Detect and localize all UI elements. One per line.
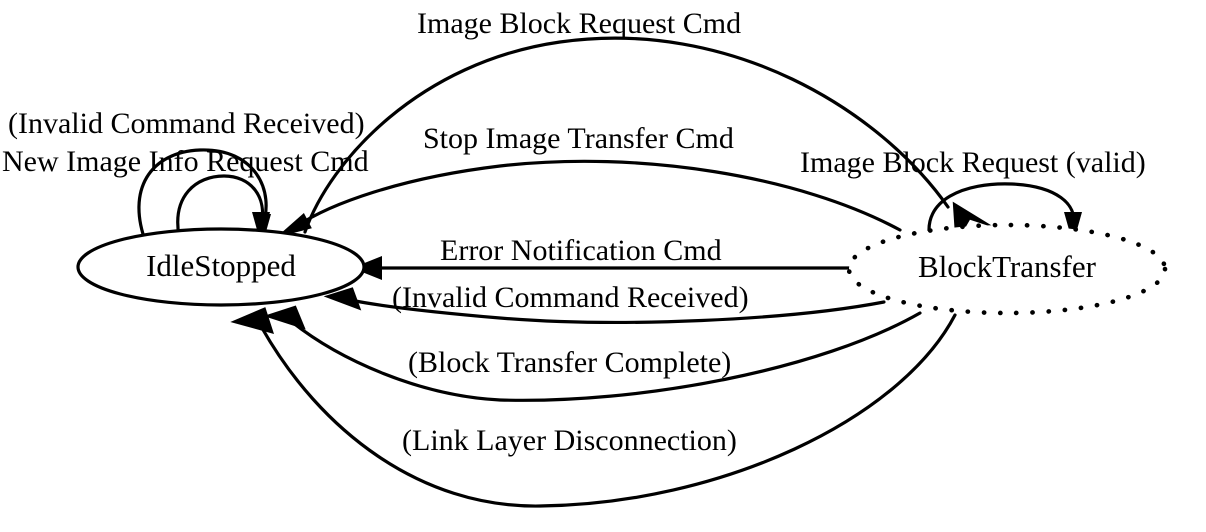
edge-image-block-request-cmd[interactable] <box>303 36 1000 255</box>
edge-image-block-request-valid[interactable] <box>927 182 1082 244</box>
arrowhead-image-block-request-cmd <box>952 201 997 245</box>
node-idle-stopped[interactable]: IdleStopped <box>76 227 366 307</box>
arrowhead-new-image-info-request-cmd-self <box>252 212 270 244</box>
node-block-transfer[interactable]: BlockTransfer <box>846 222 1168 316</box>
node-idle-stopped-ellipse <box>76 227 366 307</box>
node-block-transfer-label: BlockTransfer <box>918 249 1097 284</box>
edge-label-block-transfer-complete: (Block Transfer Complete) <box>408 346 731 379</box>
edge-link-layer-disconnection[interactable] <box>230 305 957 508</box>
edge-stop-image-transfer-cmd[interactable] <box>276 159 902 242</box>
edge-path-invalid-command-received <box>348 298 886 324</box>
edge-path-block-transfer-complete <box>290 311 922 402</box>
edge-block-transfer-complete[interactable] <box>263 305 922 402</box>
edge-label-image-block-request-valid: Image Block Request (valid) <box>800 146 1146 179</box>
edge-label-invalid-command-received-self: (Invalid Command Received) <box>8 107 365 140</box>
edge-label-stop-image-transfer-cmd: Stop Image Transfer Cmd <box>423 122 734 155</box>
edge-path-invalid-command-received-self <box>137 148 268 245</box>
arrowhead-error-notification-cmd <box>352 256 382 280</box>
arrowhead-stop-image-transfer-cmd <box>276 212 312 238</box>
arrowhead-invalid-command-received <box>323 287 362 311</box>
edge-label-image-block-request-cmd: Image Block Request Cmd <box>417 7 741 40</box>
node-block-transfer-ellipse <box>846 222 1168 316</box>
arrowhead-link-layer-disconnection <box>230 307 275 334</box>
edge-label-new-image-info-request-cmd-self: New Image Info Request Cmd <box>2 145 369 178</box>
edge-path-image-block-request-cmd <box>303 36 950 234</box>
edge-path-stop-image-transfer-cmd <box>295 159 902 232</box>
edge-path-new-image-info-request-cmd-self <box>176 174 264 238</box>
edge-path-link-layer-disconnection <box>260 313 957 508</box>
edge-label-link-layer-disconnection: (Link Layer Disconnection) <box>402 424 737 457</box>
node-idle-stopped-label: IdleStopped <box>146 248 296 283</box>
arrowhead-block-transfer-complete <box>263 305 306 330</box>
edge-label-invalid-command-received: (Invalid Command Received) <box>392 281 749 314</box>
edge-path-image-block-request-valid <box>927 182 1076 241</box>
edge-new-image-info-request-cmd-self[interactable] <box>176 174 270 244</box>
edge-label-error-notification-cmd: Error Notification Cmd <box>440 234 722 267</box>
arrowhead-image-block-request-valid <box>1064 212 1082 244</box>
edge-invalid-command-received[interactable] <box>323 287 886 324</box>
edge-error-notification-cmd[interactable] <box>352 256 855 280</box>
